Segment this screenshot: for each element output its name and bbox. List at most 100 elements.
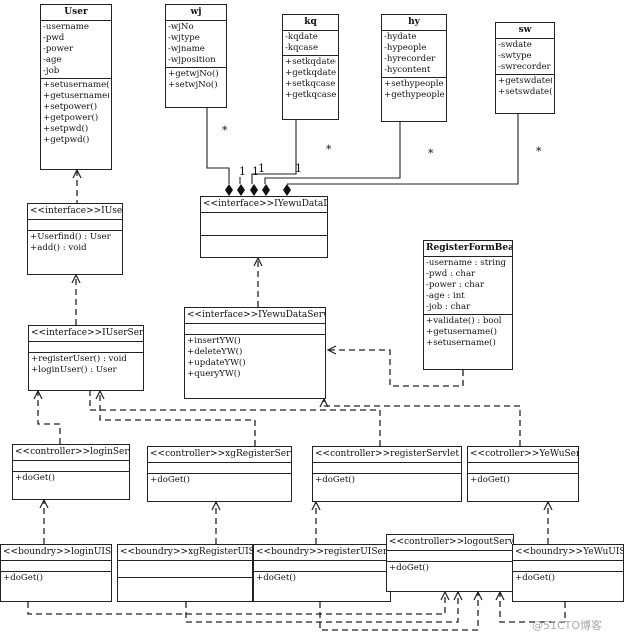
class-name: <<controller>>xgRegisterServlet (148, 447, 291, 463)
operation: +insertYW() (187, 336, 241, 346)
dependency-arrowhead (543, 500, 553, 511)
attributes (1, 561, 111, 572)
attribute: -wjtype (168, 33, 200, 43)
class-name: RegisterFormBean (424, 241, 512, 257)
operations: +doGet() (254, 572, 390, 585)
class-sw: sw-swdate-swtype-swrecorder+getswdate()+… (495, 22, 555, 114)
class-name: <<boundry>>YeWuUIServlet (513, 545, 623, 561)
operation: +doGet() (470, 475, 510, 485)
attribute: -power (43, 44, 74, 54)
operations: +setkqdate()+getkqdate()+setkqcase()+get… (283, 56, 338, 102)
operations: +doGet() (513, 572, 623, 585)
operations: +Userfind() : User+add() : void (28, 231, 122, 255)
attributes (28, 220, 122, 231)
attributes (201, 213, 327, 236)
attribute: -kqcase (285, 43, 319, 53)
dependency-arrowhead (326, 345, 337, 355)
operation: +getwjNo() (168, 69, 219, 79)
association-line (287, 114, 519, 185)
class-name: <<controller>>loginServlet (13, 445, 129, 461)
class-name: <<interface>>IYewuDataService (185, 308, 325, 324)
dependency-arrowhead (319, 397, 329, 408)
dependency-arrowhead (72, 168, 82, 179)
class-yewuuiservlet: <<boundry>>YeWuUIServlet +doGet() (512, 544, 624, 602)
operation: +setusername() (43, 80, 109, 90)
class-name: User (41, 5, 111, 21)
operations (118, 578, 252, 594)
class-name: <<boundry>>xgRegisterUIServlet (118, 545, 252, 561)
dependency-arrowhead (95, 389, 105, 400)
multiplicity-one: 1 (239, 165, 246, 178)
operation: +loginUser() : User (31, 365, 117, 375)
operations: +doGet() (387, 562, 513, 575)
attribute: -job : char (426, 302, 471, 312)
class-xgregisteruiservlet: <<boundry>>xgRegisterUIServlet (117, 544, 253, 602)
operation: +setusername() (426, 338, 496, 348)
class-name: <<interface>>IUserDao (28, 204, 122, 220)
attribute: -hypeople (384, 43, 427, 53)
attributes (13, 461, 129, 472)
dependency-arrowhead (311, 500, 321, 511)
class-registerservlet: <<controller>>registerServlet+doGet() (312, 446, 462, 502)
class-name: sw (496, 23, 554, 39)
composition-diamond (250, 184, 258, 196)
class-xgregisterservlet: <<controller>>xgRegisterServlet +doGet() (147, 446, 292, 502)
operation: +doGet() (256, 573, 296, 583)
class-loginservlet: <<controller>>loginServlet +doGet() (12, 444, 130, 500)
operation: +registerUser() : void (31, 354, 127, 364)
watermark: @51CTO博客 (532, 619, 603, 632)
attribute: -swtype (498, 51, 532, 61)
dependency-line (99, 391, 256, 446)
operations: +doGet() (468, 474, 578, 487)
operation: +setpower() (43, 102, 98, 112)
dependency-arrowhead (495, 590, 505, 601)
attribute: -username : string (426, 258, 507, 268)
attribute: -swrecorder (498, 62, 551, 72)
operation: +doGet() (3, 573, 43, 583)
dependency-line (37, 391, 61, 444)
class-name: wj (166, 5, 226, 21)
operation: +getkqcase() (285, 90, 336, 100)
class-name: <<boundry>>registerUIServlet (254, 545, 390, 561)
class-registerformbean: RegisterFormBean-username : string-pwd :… (423, 240, 513, 370)
attribute: -wjname (168, 44, 205, 54)
dependency-line (323, 399, 521, 446)
operation: +setpwd() (43, 124, 89, 134)
operations: +insertYW()+deleteYW()+updateYW()+queryY… (185, 335, 325, 381)
attribute: -job (43, 66, 60, 76)
operation: +setkqcase() (285, 79, 336, 89)
attribute: -power : char (426, 280, 485, 290)
operation: +setwjNo() (168, 80, 218, 90)
operation: +doGet() (389, 563, 429, 573)
operation: +doGet() (15, 473, 55, 483)
class-kq: kq-kqdate-kqcase+setkqdate()+getkqdate()… (282, 14, 339, 120)
operations: +doGet() (148, 474, 291, 487)
operation: +sethypeople() (384, 79, 444, 89)
multiplicity-many: * (536, 145, 542, 158)
dependency-arrowhead (71, 273, 81, 284)
dependency-arrowhead (211, 500, 221, 511)
operation: +getpwd() (43, 135, 90, 145)
dependency-line (89, 391, 381, 446)
attributes: -username : string-pwd : char-power : ch… (424, 257, 512, 315)
operation: +getswdate() (498, 76, 552, 86)
association-line (206, 108, 230, 184)
operations: +getwjNo()+setwjNo() (166, 68, 226, 92)
dependency-arrowhead (453, 590, 463, 601)
operation: +updateYW() (187, 358, 246, 368)
operation: +queryYW() (187, 369, 241, 379)
class-name: <<interface>>IYewuDataDao (201, 197, 327, 213)
class-yewuservlet: <<cotroller>>YeWuServlet+doGet() (467, 446, 579, 502)
dependency-line (185, 592, 459, 623)
association-line (251, 120, 297, 184)
operation: +setkqdate() (285, 57, 336, 67)
operation: +deleteYW() (187, 347, 243, 357)
attribute: -hydate (384, 32, 417, 42)
dependency-arrowhead (39, 498, 49, 509)
dependency-line (328, 349, 464, 387)
class-iuserservice: <<interface>>IUserService+registerUser()… (28, 325, 144, 391)
attribute: -hycontent (384, 65, 431, 75)
dependency-arrowhead (253, 256, 263, 267)
operations: +doGet() (313, 474, 461, 487)
